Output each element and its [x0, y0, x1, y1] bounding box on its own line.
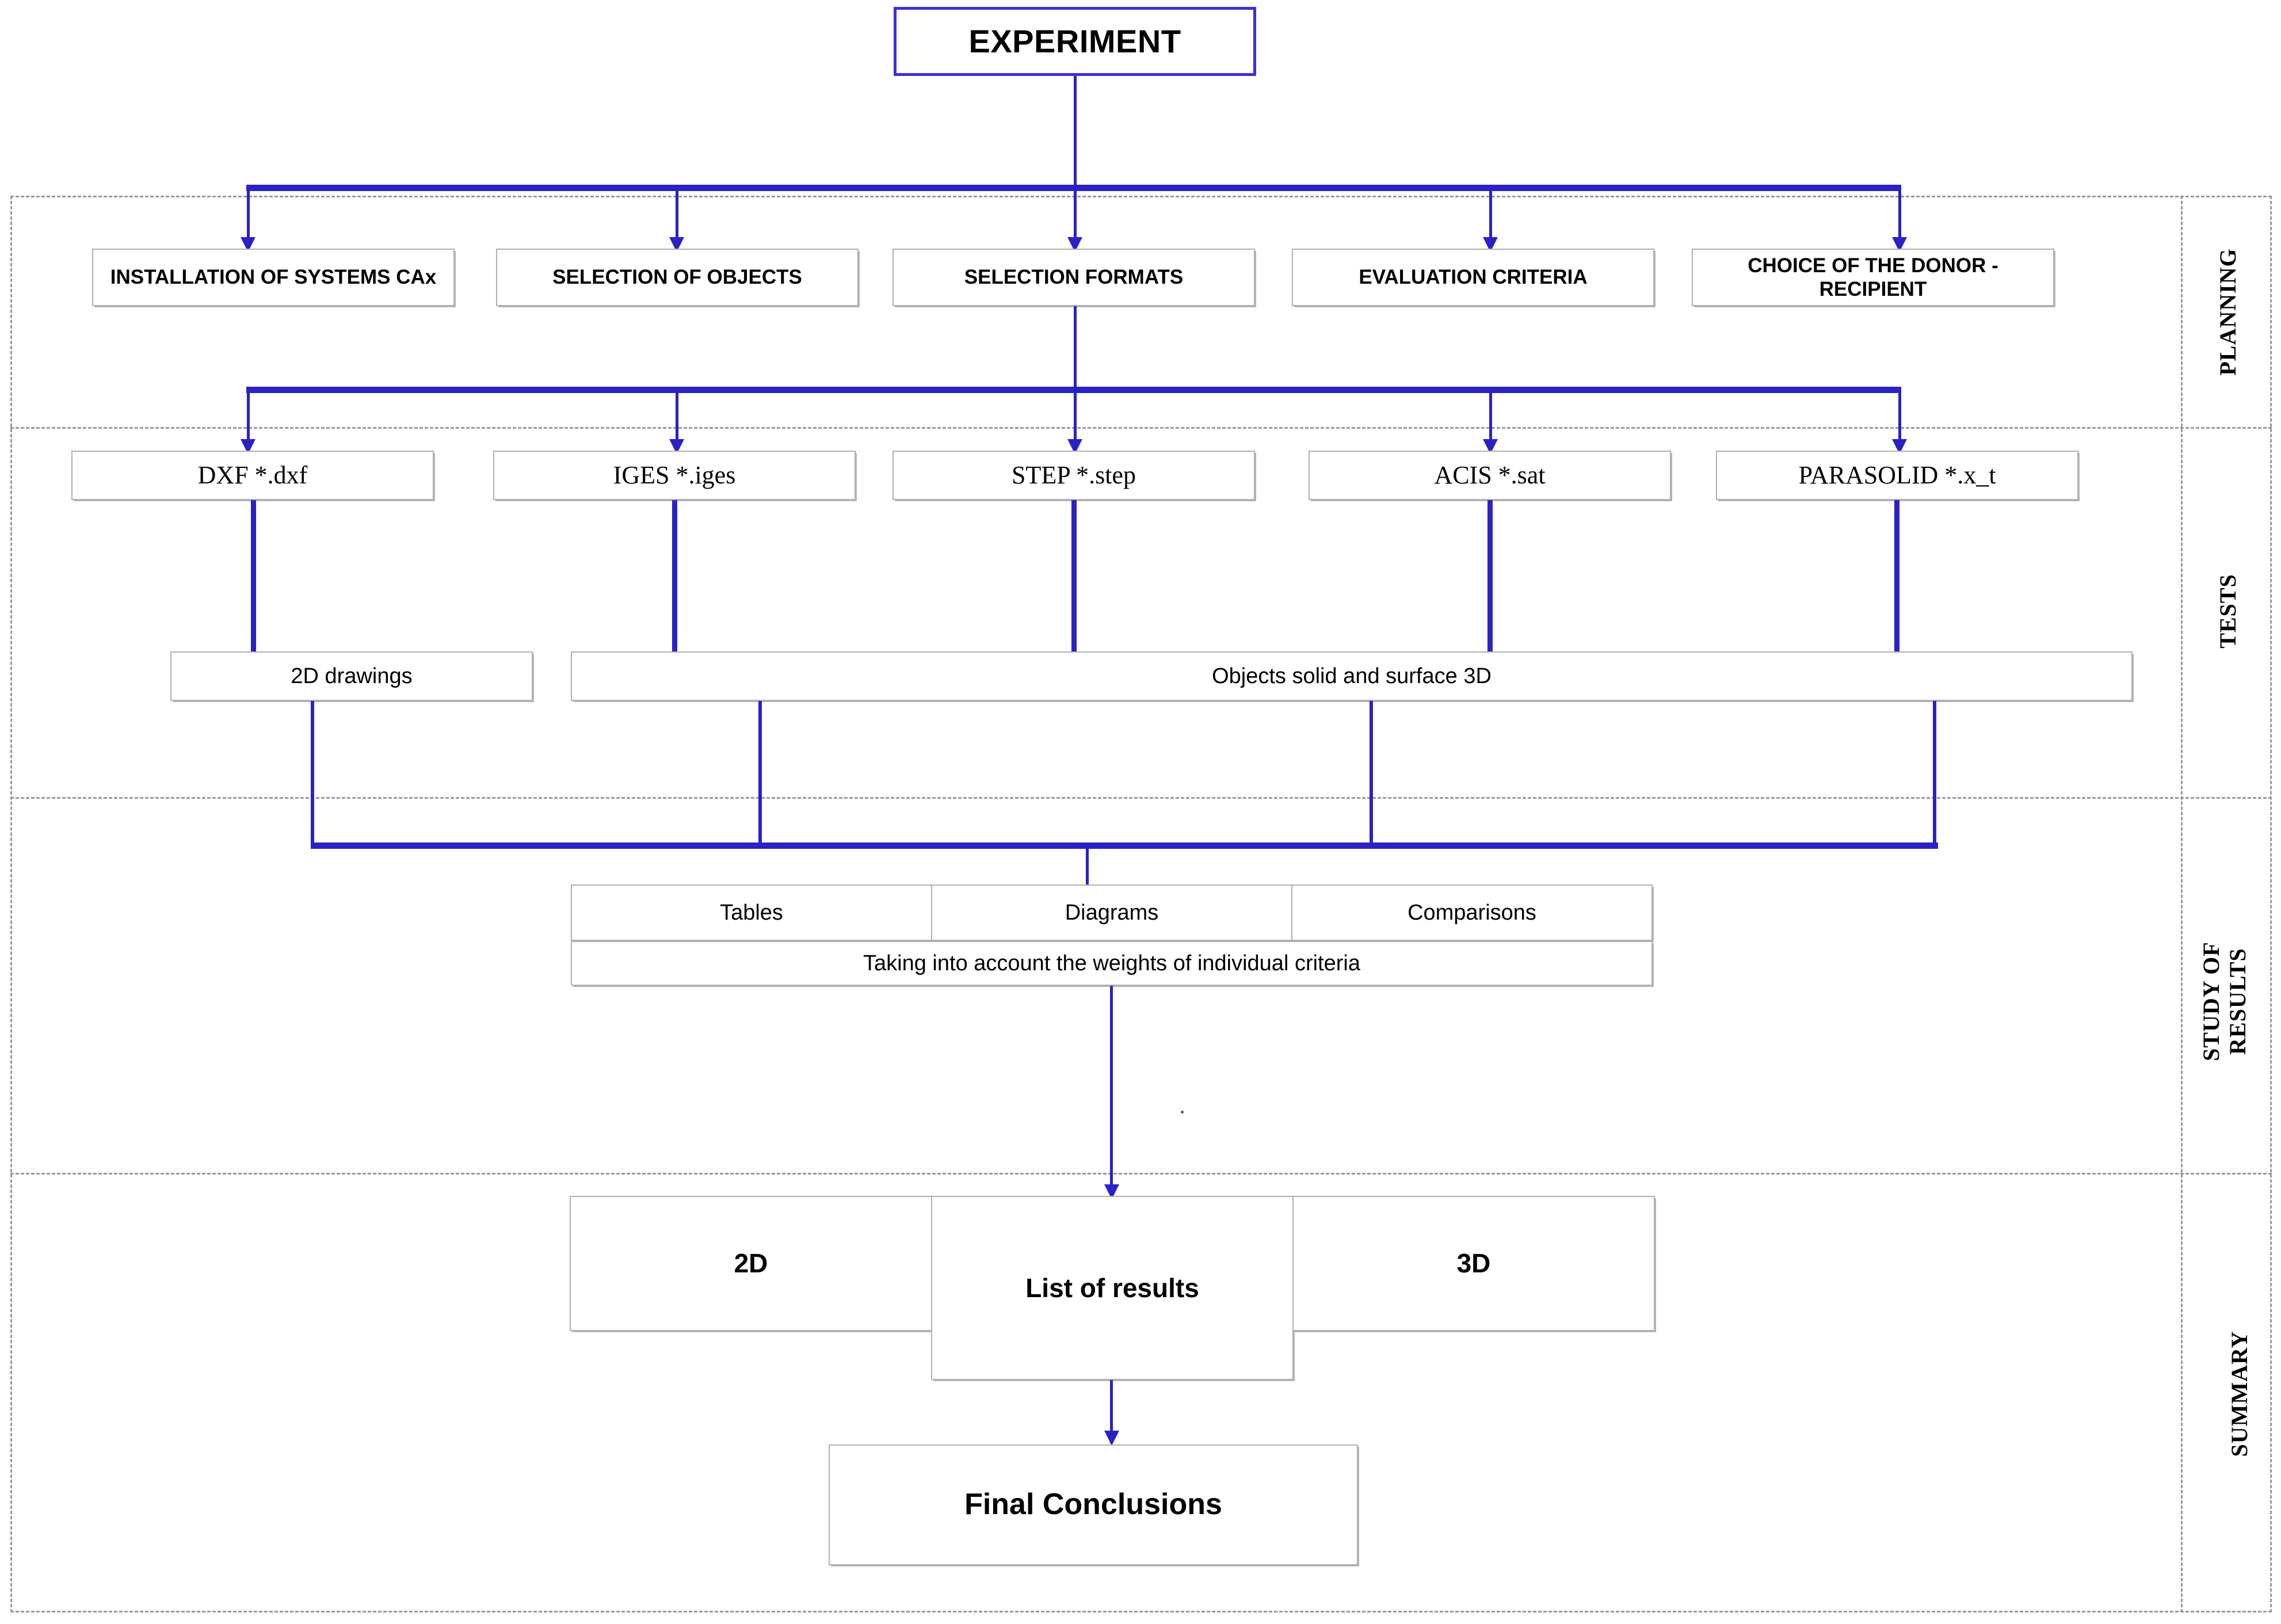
connector-drop-installation — [247, 190, 250, 241]
section-divider-tests-study — [10, 797, 2272, 799]
section-label-planning: PLANNING — [2215, 248, 2241, 376]
node-format-dxf[interactable]: DXF *.dxf — [71, 451, 434, 500]
connector-list-to-final — [1110, 1380, 1113, 1443]
section-label-study-of-results: STUDY OF RESULTS — [2198, 941, 2251, 1061]
connector-bus-results-collector — [311, 843, 1938, 849]
connector-bus-planning — [246, 185, 1901, 191]
section-label-summary: SUMMARY — [2226, 1331, 2252, 1457]
node-experiment[interactable]: EXPERIMENT — [894, 7, 1256, 76]
connector-drop-selection-objects — [676, 190, 678, 241]
node-format-acis[interactable]: ACIS *.sat — [1309, 451, 1671, 500]
connector-drop-step — [1074, 392, 1077, 443]
connector-drop-selection-formats — [1074, 190, 1077, 241]
connector-drop-iges — [676, 392, 678, 443]
node-selection-formats[interactable]: SELECTION FORMATS — [892, 249, 1255, 306]
connector-selection-formats-stem — [1074, 306, 1077, 390]
node-objects-solid-and-surface-3d[interactable]: Objects solid and surface 3D — [571, 651, 2133, 701]
connector-iges-to-objects3d — [672, 500, 677, 651]
node-2d[interactable]: 2D — [570, 1196, 932, 1331]
node-weights-note[interactable]: Taking into account the weights of indiv… — [571, 941, 1653, 986]
connector-experiment-stem — [1074, 76, 1077, 188]
connector-drop-parasolid — [1898, 392, 1901, 443]
connector-parasolid-to-objects3d — [1894, 500, 1899, 651]
node-format-parasolid[interactable]: PARASOLID *.x_t — [1716, 451, 2078, 500]
connector-bus-to-diagrams — [1086, 847, 1089, 905]
connector-results-to-summary — [1110, 986, 1113, 1199]
arrowhead-final-conclusions — [1104, 1431, 1119, 1446]
connector-drop-choice-donor — [1898, 190, 1901, 241]
node-evaluation-criteria[interactable]: EVALUATION CRITERIA — [1292, 249, 1654, 306]
connector-bus-formats — [246, 387, 1901, 393]
connector-acis-to-objects3d — [1487, 500, 1493, 651]
connector-2d-drawings-leg — [311, 701, 314, 846]
node-diagrams[interactable]: Diagrams — [931, 885, 1292, 941]
node-final-conclusions[interactable]: Final Conclusions — [829, 1444, 1358, 1565]
node-selection-of-objects[interactable]: SELECTION OF OBJECTS — [496, 249, 859, 306]
section-divider-study-summary — [10, 1173, 2272, 1175]
connector-objects3d-leg-mid — [1370, 701, 1373, 846]
section-label-tests: TESTS — [2215, 574, 2241, 649]
node-installation-of-systems-cax[interactable]: INSTALLATION OF SYSTEMS CAx — [92, 249, 455, 306]
connector-step-to-objects3d — [1071, 500, 1077, 651]
node-3d[interactable]: 3D — [1292, 1196, 1655, 1331]
node-list-of-results[interactable]: List of results — [931, 1196, 1294, 1380]
node-2d-drawings[interactable]: 2D drawings — [170, 651, 533, 701]
connector-objects3d-leg-left — [758, 701, 762, 846]
connector-objects3d-leg-right — [1933, 701, 1936, 846]
section-divider-planning-tests — [10, 427, 2272, 429]
node-format-iges[interactable]: IGES *.iges — [493, 451, 856, 500]
connector-drop-evaluation-criteria — [1489, 190, 1492, 241]
connector-dxf-to-2d-drawings — [251, 500, 256, 651]
node-comparisons[interactable]: Comparisons — [1291, 885, 1653, 941]
node-format-step[interactable]: STEP *.step — [892, 451, 1255, 500]
node-tables[interactable]: Tables — [571, 885, 932, 941]
connector-drop-dxf — [247, 392, 250, 443]
stray-dot-mark — [1181, 1111, 1184, 1114]
connector-drop-acis — [1489, 392, 1492, 443]
node-choice-of-the-donor-recipient[interactable]: CHOICE OF THE DONOR - RECIPIENT — [1692, 249, 2054, 306]
